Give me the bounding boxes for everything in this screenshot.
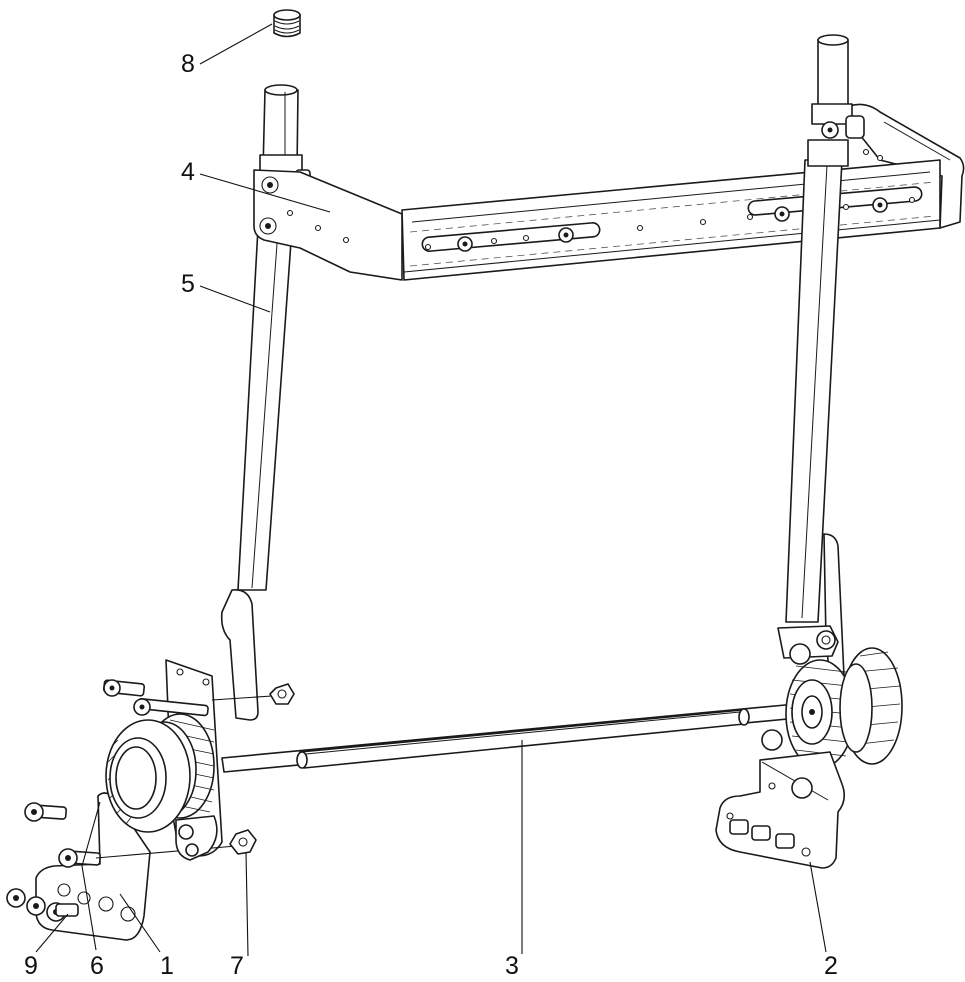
- callout-2: 2: [824, 952, 838, 980]
- callout-5: 5: [181, 270, 195, 298]
- callout-6: 6: [90, 952, 104, 980]
- callout-leader-lines: [35, 23, 827, 957]
- left-hinge-knob-assembly: [6, 679, 295, 941]
- left-backrest-tube: [237, 84, 311, 591]
- right-backrest-tube: [785, 34, 865, 623]
- cross-bar: [221, 703, 799, 773]
- callout-7: 7: [230, 952, 244, 980]
- callout-4: 4: [181, 158, 195, 186]
- end-cap-plug: [273, 9, 301, 38]
- callout-9: 9: [24, 952, 38, 980]
- callout-3: 3: [505, 952, 519, 980]
- right-hinge-knob-assembly: [715, 533, 903, 869]
- callout-1: 1: [160, 952, 174, 980]
- callout-8: 8: [181, 50, 195, 78]
